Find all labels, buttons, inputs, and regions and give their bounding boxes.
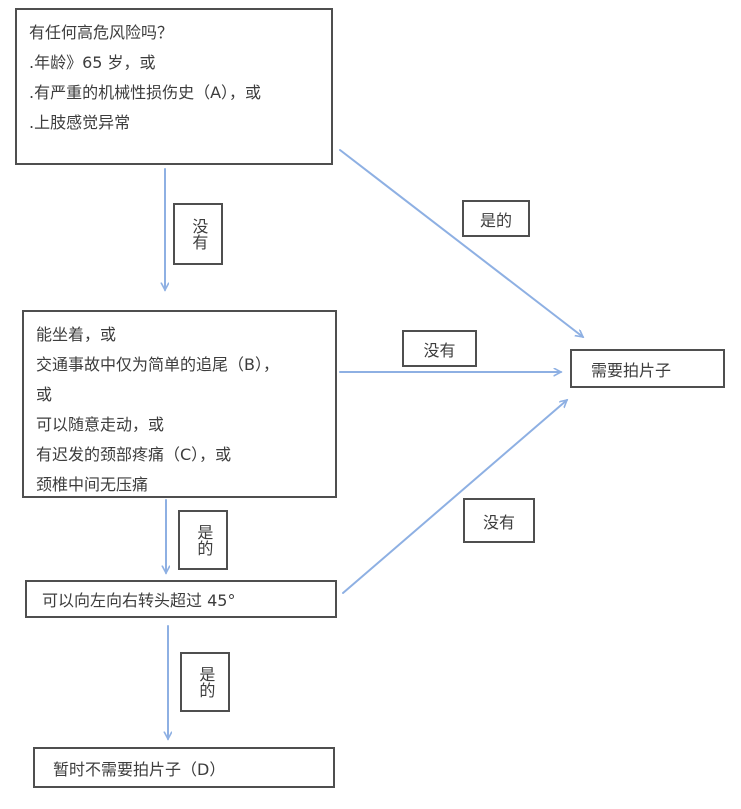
edge-label-yes-highrisk: 是的 — [462, 200, 530, 237]
edge-label-no-lowrisk: 没有 — [402, 330, 477, 367]
edge-label-no-highrisk: 没有 — [173, 203, 223, 265]
node-low-risk-factors: 能坐着，或 交通事故中仅为简单的追尾（B）， 或 可以随意走动，或 有迟发的颈部… — [22, 310, 337, 498]
edge-label-no-rotate: 没有 — [463, 498, 535, 543]
node-high-risk-question: 有任何高危风险吗？ .年龄》65 岁，或 .有严重的机械性损伤史（A），或 .上… — [15, 8, 333, 165]
edge-label-yes-lowrisk: 是的 — [178, 510, 228, 570]
arrow-rotate-to-imaging — [342, 400, 567, 594]
node-no-imaging-needed: 暂时不需要拍片子（D） — [33, 747, 335, 788]
node-imaging-required: 需要拍片子 — [570, 349, 725, 388]
arrow-highrisk-to-imaging — [339, 149, 583, 337]
edge-label-yes-rotate: 是的 — [180, 652, 230, 712]
node-rotate-head-test: 可以向左向右转头超过 45° — [25, 580, 337, 618]
